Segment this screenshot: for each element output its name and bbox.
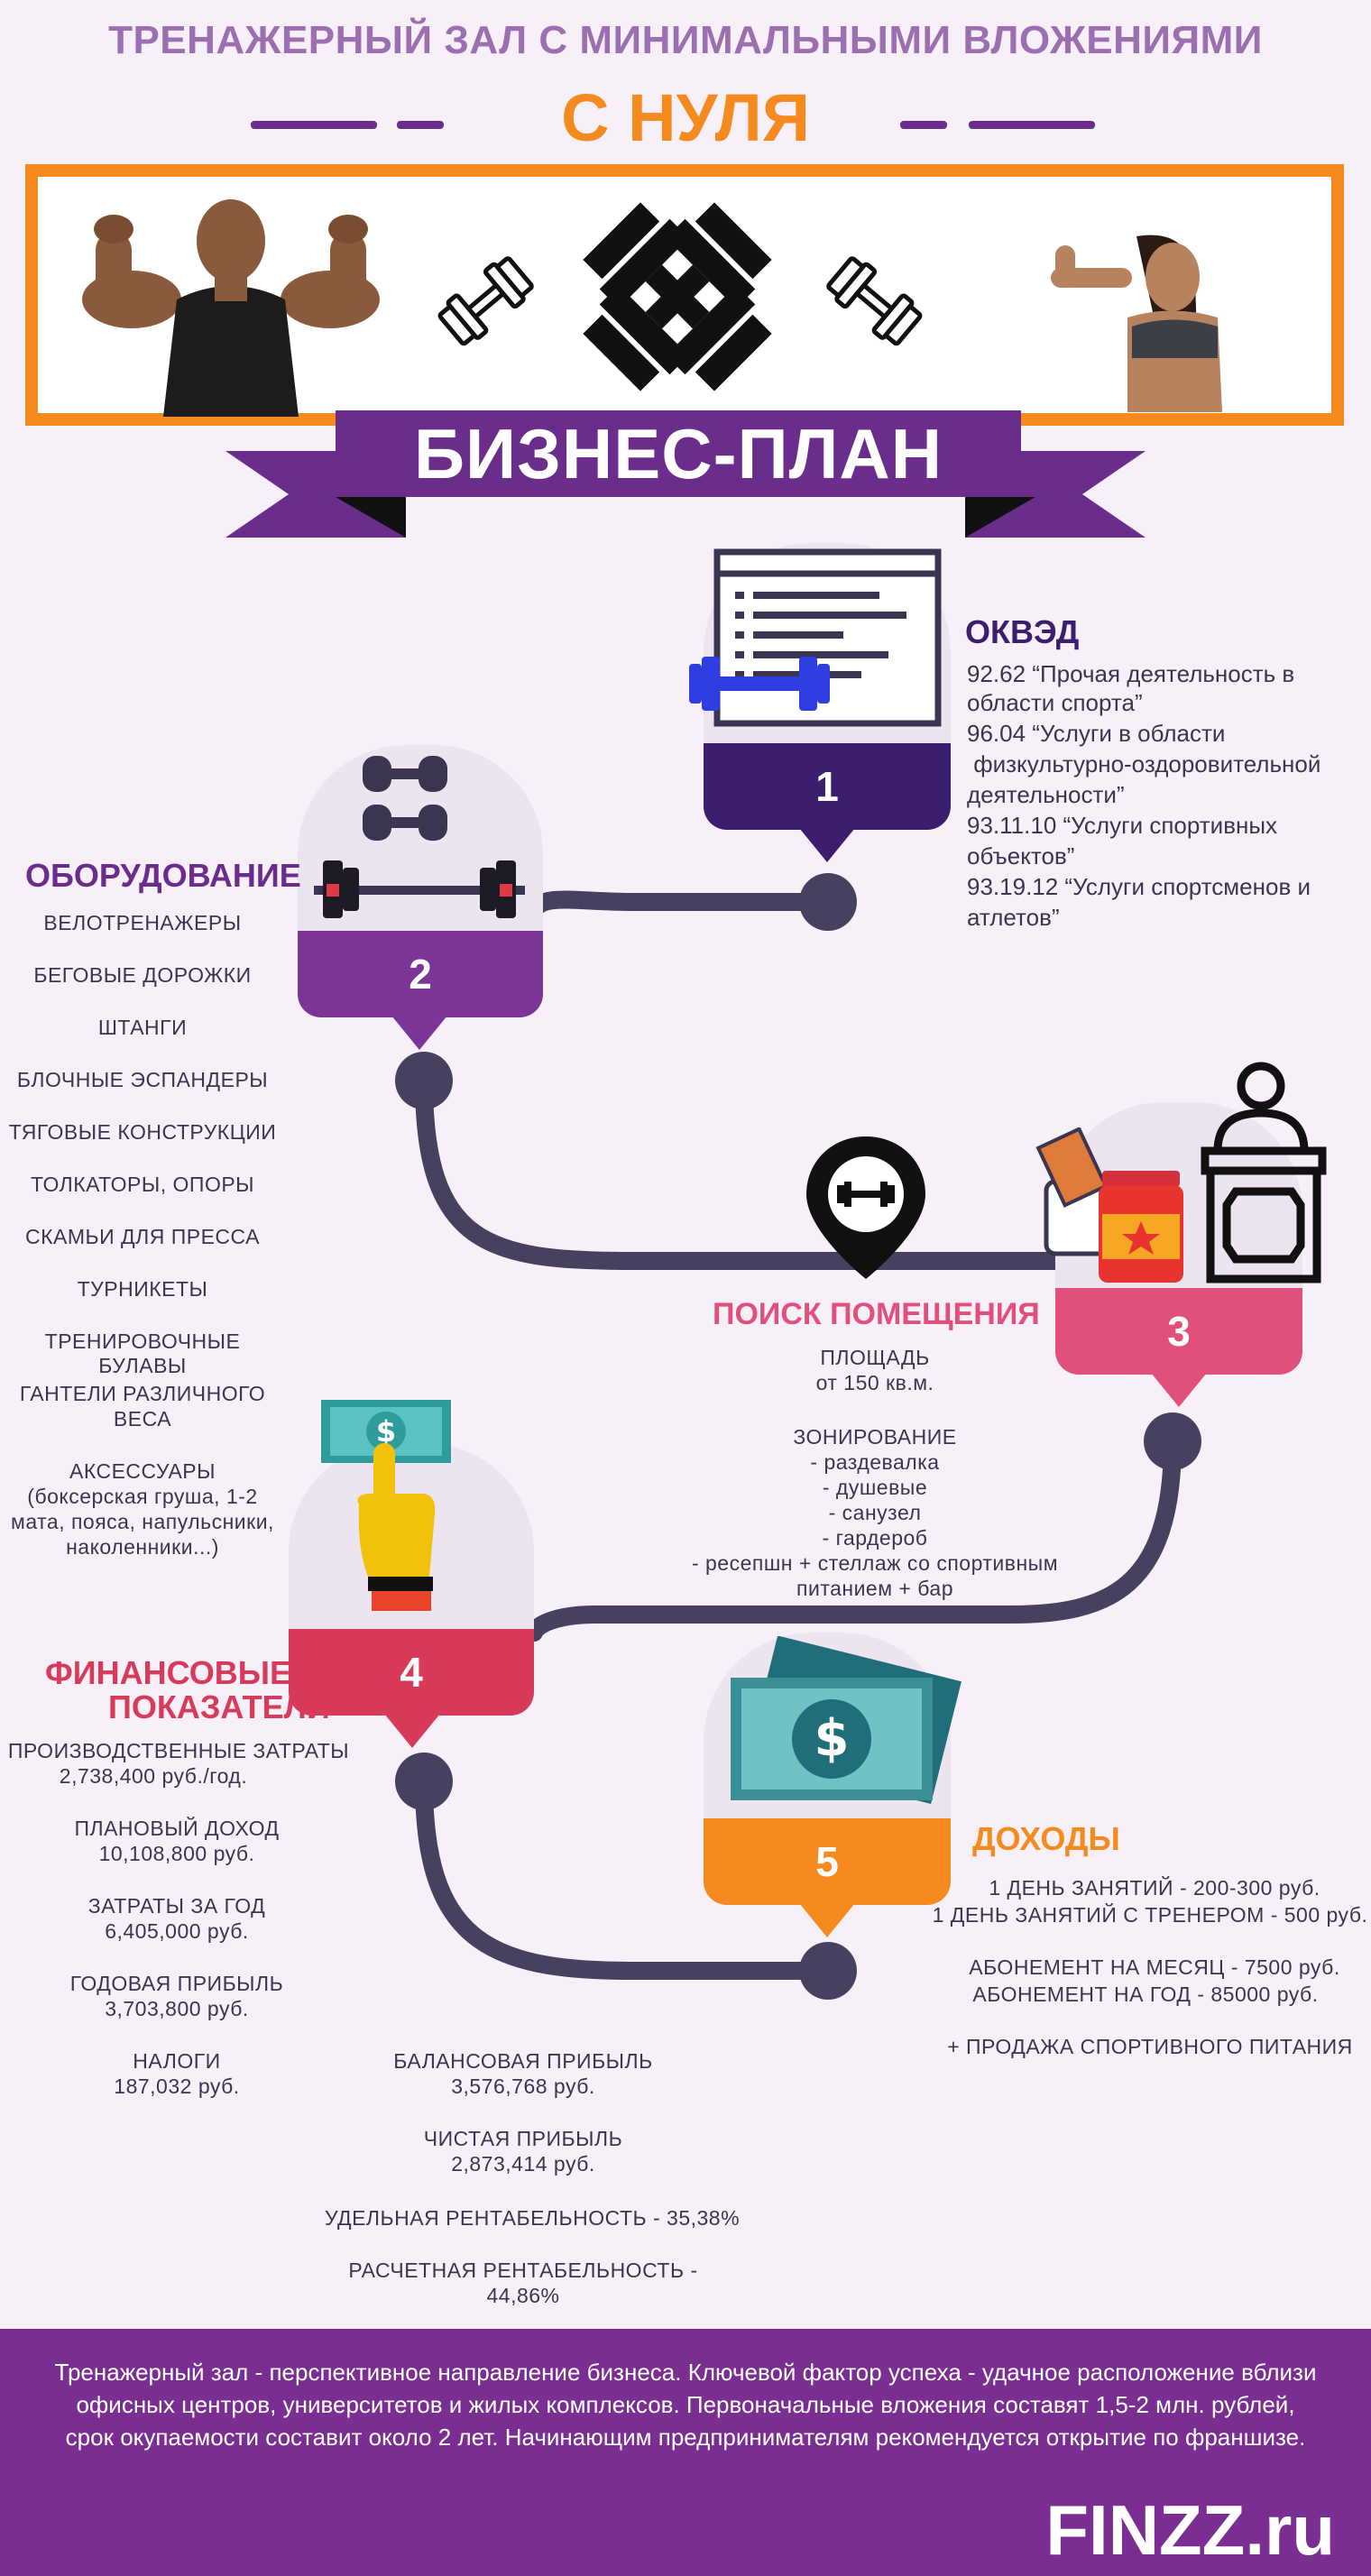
reception-desk-icon	[1201, 1062, 1327, 1283]
step3-number-badge: 3	[1055, 1288, 1302, 1375]
step1-code-line: 93.11.10 “Услуги спортивных	[967, 812, 1278, 839]
finance-label: ЗАТРАТЫ ЗА ГОД	[87, 1894, 266, 1918]
equipment-item: ТОЛКАТОРЫ, ОПОРЫ	[30, 1173, 255, 1196]
footer-summary: Тренажерный зал - перспективное направле…	[54, 2359, 1317, 2451]
step1-code-line: 93.19.12 “Услуги спортсменов и	[967, 873, 1311, 900]
step5-number-badge: 5	[704, 1818, 951, 1905]
income-line: АБОНЕМЕНТ НА МЕСЯЦ - 7500 руб.	[969, 1955, 1340, 1979]
decor-dash	[397, 121, 444, 129]
finance-label: ЧИСТАЯ ПРИБЫЛЬ	[423, 2127, 623, 2150]
svg-text:$: $	[814, 1709, 850, 1768]
step2-heading: ОБОРУДОВАНИЕ	[25, 857, 301, 894]
finance-value: 6,405,000 руб.	[105, 1919, 249, 1943]
finance-label: БАЛАНСОВАЯ ПРИБЫЛЬ	[393, 2049, 653, 2073]
finance-value: 2,873,414 руб.	[451, 2152, 595, 2176]
step1-pointer	[799, 828, 855, 862]
finance-value: 10,108,800 руб.	[98, 1842, 255, 1865]
finance-label: НАЛОГИ	[133, 2049, 221, 2073]
income-line: 1 ДЕНЬ ЗАНЯТИЙ - 200-300 руб.	[989, 1876, 1320, 1900]
process-path	[395, 873, 1201, 2000]
premises-line: питанием + бар	[796, 1577, 953, 1600]
equipment-item: АКСЕССУАРЫ	[69, 1459, 216, 1483]
step1-code-line: объектов”	[967, 842, 1075, 869]
equipment-item: СКАМЬИ ДЛЯ ПРЕССА	[25, 1225, 260, 1248]
finance-value: 187,032 руб.	[114, 2075, 240, 2098]
hand-pointer-icon: $	[321, 1400, 451, 1611]
premises-line: - гардероб	[822, 1526, 928, 1550]
equipment-item: ГАНТЕЛИ РАЗЛИЧНОГО	[19, 1382, 266, 1405]
step4-heading-line2: ПОКАЗАТЕЛИ	[108, 1688, 330, 1725]
footer-panel	[0, 2329, 1371, 2576]
premises-line: ПЛОЩАДЬ	[820, 1346, 930, 1369]
finance-value: 44,86%	[486, 2284, 560, 2307]
premises-line: ЗОНИРОВАНИЕ	[793, 1425, 957, 1449]
decor-dash	[251, 121, 377, 129]
equipment-item: ТЯГОВЫЕ КОНСТРУКЦИИ	[8, 1120, 277, 1144]
equipment-item: БЕГОВЫЕ ДОРОЖКИ	[33, 963, 252, 987]
finance-label: ГОДОВАЯ ПРИБЫЛЬ	[69, 1972, 284, 1995]
step1-code-line: физкультурно-оздоровительной	[967, 750, 1321, 777]
step1-code-line: области спорта”	[967, 689, 1143, 716]
decor-dash	[969, 121, 1095, 129]
finance-label: ПРОИЗВОДСТВЕННЫЕ ЗАТРАТЫ	[7, 1739, 350, 1762]
man-athlete-image	[82, 199, 380, 417]
step4-heading-line1: ФИНАНСОВЫЕ	[45, 1654, 291, 1691]
equipment-item: ТРЕНИРОВОЧНЫЕ БУЛАВЫ	[44, 1329, 241, 1377]
step1-code-line: атлетов”	[967, 904, 1060, 931]
step2-number-badge: 2	[298, 931, 543, 1017]
svg-text:$: $	[376, 1414, 396, 1449]
step1-code-line: деятельности”	[967, 781, 1125, 808]
equipment-item: мата, пояса, напульсники,	[11, 1510, 274, 1533]
equipment-item: ВЕЛОТРЕНАЖЕРЫ	[43, 911, 242, 934]
page-title: ТРЕНАЖЕРНЫЙ ЗАЛ С МИНИМАЛЬНЫМИ ВЛОЖЕНИЯМ…	[108, 18, 1263, 62]
step4-number-badge: 4	[289, 1629, 534, 1716]
income-line: 1 ДЕНЬ ЗАНЯТИЙ С ТРЕНЕРОМ - 500 руб.	[932, 1903, 1368, 1927]
premises-line: - душевые	[822, 1476, 928, 1499]
step1-number-badge: 1	[704, 743, 951, 830]
finance-label: РАСЧЕТНАЯ РЕНТАБЕЛЬНОСТЬ -	[348, 2259, 698, 2282]
equipment-item: БЛОЧНЫЕ ЭСПАНДЕРЫ	[16, 1068, 269, 1091]
woman-athlete-image	[1051, 235, 1222, 412]
step1-heading: ОКВЭД	[965, 613, 1080, 650]
brand-logo[interactable]: FINZZ.ru	[1045, 2490, 1335, 2570]
step4-pointer	[384, 1714, 440, 1748]
browser-code-icon	[689, 548, 942, 727]
finance-value: 2,738,400 руб./год.	[59, 1764, 248, 1788]
step1-code-line: 92.62 “Прочая деятельность в	[967, 660, 1295, 687]
step3-heading: ПОИСК ПОМЕЩЕНИЯ	[713, 1297, 1040, 1331]
dumbbells-barbell-icon	[314, 756, 525, 918]
equipment-item: ШТАНГИ	[97, 1016, 188, 1039]
decor-dash	[900, 121, 947, 129]
premises-line: - санузел	[828, 1501, 922, 1524]
dumbbell-icon	[437, 256, 534, 346]
income-line: АБОНЕМЕНТ НА ГОД - 85000 руб.	[972, 1983, 1319, 2006]
equipment-item: ТУРНИКЕТЫ	[77, 1277, 208, 1301]
crossed-dumbbells-logo	[583, 202, 772, 391]
money-icon: $	[731, 1636, 962, 1805]
premises-line: от 150 кв.м.	[815, 1371, 934, 1394]
page-subtitle: С НУЛЯ	[561, 80, 810, 155]
step1-code-line: 96.04 “Услуги в области	[967, 720, 1226, 747]
business-plan-ribbon: БИЗНЕС-ПЛАН	[336, 410, 1021, 497]
step2-pointer	[391, 1016, 447, 1050]
income-line: + ПРОДАЖА СПОРТИВНОГО ПИТАНИЯ	[947, 2035, 1353, 2058]
dumbbell-icon	[826, 256, 923, 346]
finance-value: 3,703,800 руб.	[105, 1997, 249, 2020]
supplements-icon	[1035, 1127, 1183, 1283]
step3-pointer	[1151, 1373, 1207, 1407]
location-pin-icon	[806, 1136, 925, 1279]
equipment-item: ВЕСА	[113, 1407, 172, 1431]
finance-value: 3,576,768 руб.	[451, 2075, 595, 2098]
premises-line: - раздевалка	[810, 1450, 940, 1474]
finance-label: УДЕЛЬНАЯ РЕНТАБЕЛЬНОСТЬ - 35,38%	[324, 2206, 741, 2230]
equipment-item: наколенники...)	[66, 1535, 219, 1559]
step5-heading: ДОХОДЫ	[972, 1820, 1120, 1857]
finance-label: ПЛАНОВЫЙ ДОХОД	[74, 1817, 280, 1840]
step5-pointer	[799, 1903, 855, 1937]
premises-line: - ресепшн + стеллаж со спортивным	[691, 1551, 1059, 1575]
equipment-item: (боксерская груша, 1-2	[27, 1485, 258, 1508]
